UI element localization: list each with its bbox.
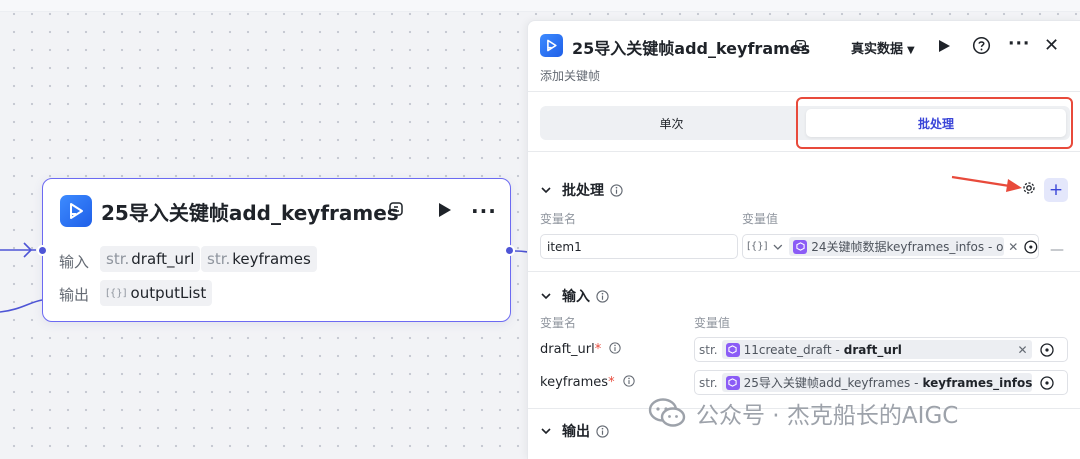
video-node-icon — [60, 195, 92, 227]
close-icon[interactable]: ✕ — [1044, 35, 1060, 56]
chevron-down-icon — [541, 187, 551, 194]
node-output-port[interactable] — [504, 245, 515, 256]
tab-single[interactable]: 单次 — [659, 116, 684, 131]
add-batch-item-button[interactable]: + — [1044, 178, 1068, 202]
batch-item-value-field[interactable]: [{}] 24关键帧数据keyframes_infos - o... ✕ — [742, 234, 1039, 259]
workflow-node[interactable]: 25导入关键帧add_keyframes ··· 输入 str.draft_ur… — [42, 178, 511, 322]
node-input-chip: str.keyframes — [201, 246, 317, 272]
canvas-top-bar — [0, 0, 1080, 12]
info-icon — [596, 424, 609, 438]
node-input-chip: str.draft_url — [100, 246, 201, 272]
node-config-panel: 25导入关键帧add_keyframes 真实数据▼ ··· ✕ 添加关键帧 单… — [527, 20, 1080, 459]
clear-icon[interactable]: ✕ — [1008, 239, 1019, 254]
type-selector[interactable]: [{}] — [747, 241, 768, 252]
column-header-name: 变量名 — [540, 316, 577, 330]
mode-tabs: 单次 批处理 — [540, 106, 1070, 140]
watermark: 公众号 · 杰克船长的AIGC — [648, 396, 958, 430]
column-header-name: 变量名 — [540, 212, 577, 226]
node-input-label: 输入 — [59, 253, 90, 271]
info-icon — [610, 183, 623, 197]
divider — [528, 91, 1080, 92]
keyframes-value-field[interactable]: str. 25导入关键帧add_keyframes -keyframes_inf… — [694, 370, 1068, 395]
column-header-value: 变量值 — [694, 316, 731, 330]
red-arrow-annotation — [951, 175, 1022, 192]
chevron-down-icon[interactable] — [772, 241, 784, 253]
input-section-header[interactable]: 输入 — [540, 286, 609, 306]
info-icon — [609, 342, 622, 354]
chevron-down-icon — [541, 293, 551, 300]
connection-edges — [0, 242, 533, 313]
run-node-icon[interactable] — [437, 201, 453, 219]
plugin-badge-icon — [389, 202, 403, 216]
highlight-annotation — [796, 97, 1073, 149]
plugin-badge-icon — [794, 39, 807, 52]
help-icon[interactable] — [972, 36, 991, 55]
variable-reference-chip: 25导入关键帧add_keyframes -keyframes_infos ✕ — [721, 373, 1032, 392]
target-icon[interactable] — [1024, 240, 1038, 254]
node-input-port[interactable] — [37, 245, 48, 256]
divider — [528, 271, 1080, 272]
output-section-header[interactable]: 输出 — [540, 421, 609, 441]
node-more-icon[interactable]: ··· — [471, 199, 497, 223]
target-icon[interactable] — [1039, 375, 1054, 390]
column-header-value: 变量值 — [742, 212, 779, 226]
node-output-chip: [{}]outputList — [100, 280, 213, 306]
input-label-keyframes: keyframes* — [540, 375, 635, 390]
batch-section-header[interactable]: 批处理 — [540, 180, 623, 200]
video-node-icon — [540, 34, 563, 57]
variable-reference-chip: 11create_draft -draft_url ✕ — [721, 340, 1032, 359]
target-icon[interactable] — [1039, 342, 1054, 357]
divider — [528, 151, 1080, 152]
panel-subtitle: 添加关键帧 — [540, 69, 601, 83]
caret-down-icon: ▼ — [907, 45, 915, 56]
node-ref-icon — [725, 342, 740, 357]
data-source-dropdown[interactable]: 真实数据▼ — [851, 42, 915, 57]
info-icon — [623, 375, 635, 387]
batch-item-name-input[interactable]: item1 — [540, 234, 738, 259]
draft-url-value-field[interactable]: str. 11create_draft -draft_url ✕ — [694, 337, 1068, 362]
clear-icon[interactable]: ✕ — [1017, 342, 1028, 357]
node-ref-icon — [725, 375, 740, 390]
node-title: 25导入关键帧add_keyframes — [101, 201, 399, 225]
panel-title: 25导入关键帧add_keyframes — [572, 39, 811, 58]
divider — [528, 408, 1080, 409]
input-label-draft-url: draft_url* — [540, 342, 622, 357]
tab-batch[interactable]: 批处理 — [806, 109, 1066, 137]
more-icon[interactable]: ··· — [1008, 34, 1031, 54]
chevron-down-icon — [541, 428, 551, 435]
wechat-icon — [648, 398, 686, 427]
gear-icon[interactable] — [1022, 181, 1036, 195]
run-icon[interactable] — [938, 39, 951, 53]
remove-item-icon[interactable]: — — [1050, 242, 1064, 258]
node-output-label: 输出 — [59, 286, 90, 304]
node-ref-icon — [793, 239, 808, 254]
info-icon — [596, 289, 609, 303]
variable-reference-chip: 24关键帧数据keyframes_infos - o... — [789, 237, 1005, 256]
